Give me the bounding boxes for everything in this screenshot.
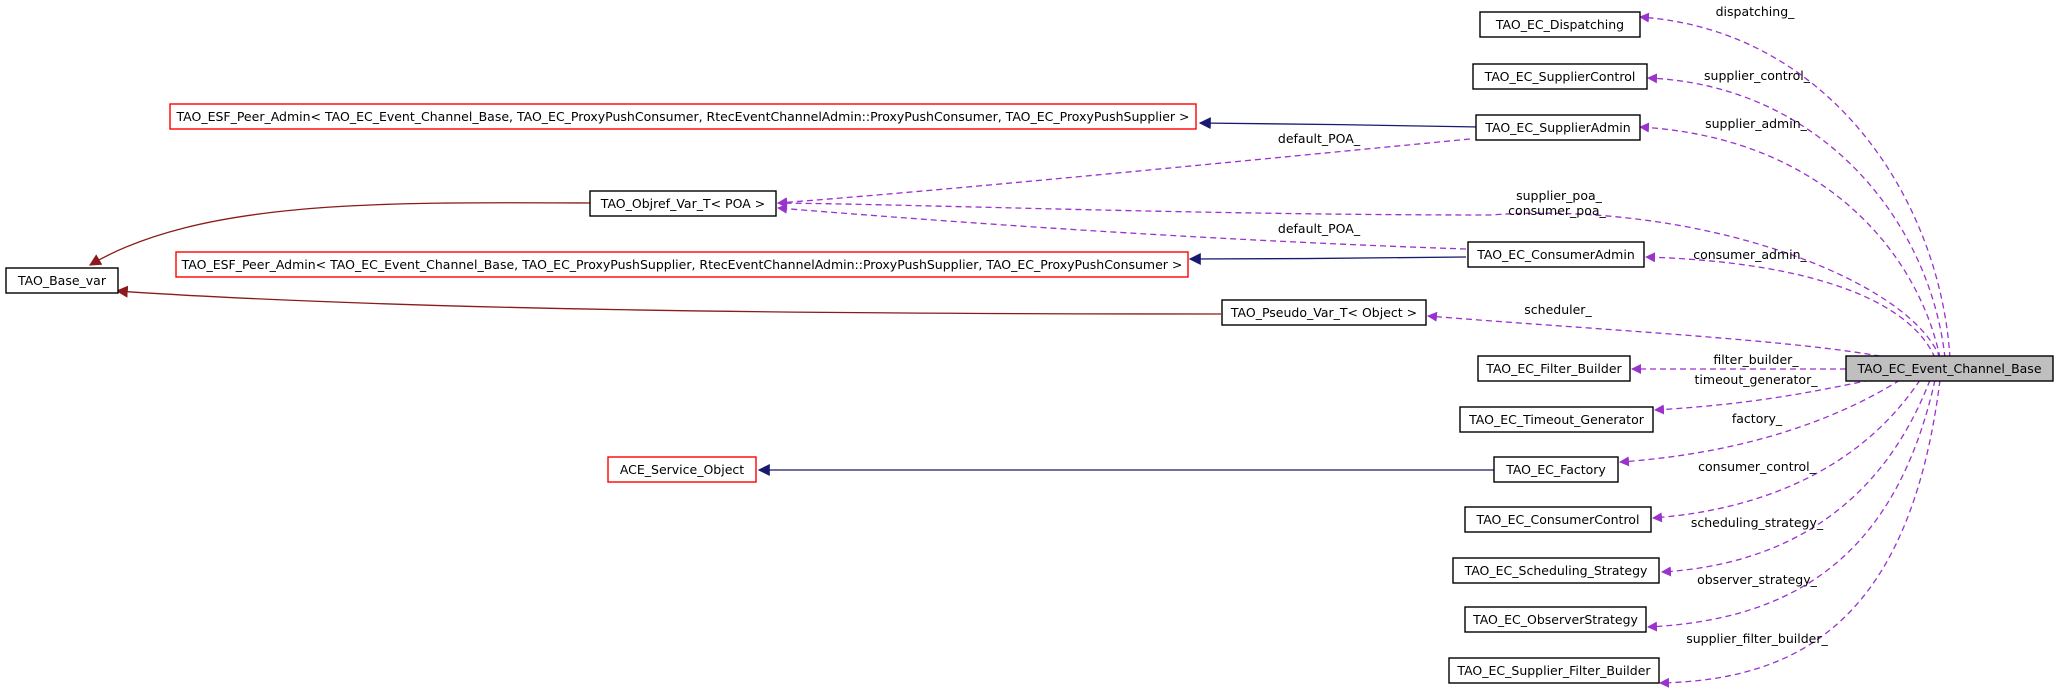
edge-consumer-admin-default-poa bbox=[777, 203, 1467, 250]
label-factory: factory_ bbox=[1732, 411, 1783, 426]
svg-text:TAO_EC_Dispatching: TAO_EC_Dispatching bbox=[1495, 17, 1624, 32]
label-default-poa-supplier-admin: default_POA_ bbox=[1278, 131, 1361, 146]
node-objref-var[interactable]: TAO_Objref_Var_T< POA > bbox=[589, 190, 777, 217]
edge-pseudo-var-inherits-base-var bbox=[115, 285, 1222, 315]
node-timeout-generator[interactable]: TAO_EC_Timeout_Generator bbox=[1459, 406, 1654, 433]
label-supplier-admin: supplier_admin_ bbox=[1705, 116, 1807, 131]
edge-channel-supplier-control bbox=[1647, 73, 1946, 359]
node-event-channel-base[interactable]: TAO_EC_Event_Channel_Base bbox=[1845, 355, 2054, 382]
svg-text:TAO_EC_SupplierControl: TAO_EC_SupplierControl bbox=[1484, 69, 1636, 84]
label-scheduler: scheduler_ bbox=[1524, 302, 1592, 317]
svg-text:TAO_EC_Filter_Builder: TAO_EC_Filter_Builder bbox=[1485, 361, 1622, 376]
svg-text:TAO_EC_ConsumerControl: TAO_EC_ConsumerControl bbox=[1476, 512, 1640, 527]
svg-text:TAO_EC_Supplier_Filter_Builder: TAO_EC_Supplier_Filter_Builder bbox=[1456, 663, 1651, 678]
edge-consumer-admin-inherits-peer-admin bbox=[1188, 252, 1467, 265]
node-consumer-admin[interactable]: TAO_EC_ConsumerAdmin bbox=[1467, 241, 1645, 268]
edge-channel-supplier-admin bbox=[1639, 122, 1941, 359]
edge-objref-var-inherits-base-var bbox=[88, 202, 591, 266]
label-supplier-filter-builder: supplier_filter_builder_ bbox=[1686, 631, 1828, 646]
node-dispatching[interactable]: TAO_EC_Dispatching bbox=[1479, 11, 1641, 38]
edge-channel-supplier-filter-builder bbox=[1659, 379, 1941, 688]
node-ace-service-object[interactable]: ACE_Service_Object bbox=[607, 456, 757, 483]
svg-text:TAO_EC_ConsumerAdmin: TAO_EC_ConsumerAdmin bbox=[1476, 247, 1635, 262]
node-observer-strategy[interactable]: TAO_EC_ObserverStrategy bbox=[1464, 606, 1647, 633]
label-supplier-poa: supplier_poa_ bbox=[1516, 188, 1603, 203]
edge-channel-dispatching bbox=[1639, 12, 1951, 359]
edge-channel-scheduling-strategy bbox=[1661, 379, 1931, 577]
edge-channel-factory bbox=[1619, 379, 1901, 467]
svg-text:TAO_Base_var: TAO_Base_var bbox=[17, 273, 107, 288]
svg-text:TAO_EC_Scheduling_Strategy: TAO_EC_Scheduling_Strategy bbox=[1464, 563, 1648, 578]
edge-channel-supplier-consumer-poa bbox=[777, 198, 1941, 359]
edge-channel-consumer-control bbox=[1652, 379, 1921, 523]
edge-channel-consumer-admin bbox=[1645, 252, 1936, 359]
node-scheduling-strategy[interactable]: TAO_EC_Scheduling_Strategy bbox=[1452, 557, 1660, 584]
label-default-poa-consumer-admin: default_POA_ bbox=[1278, 221, 1361, 236]
label-observer-strategy: observer_strategy_ bbox=[1697, 572, 1818, 587]
svg-text:TAO_EC_Factory: TAO_EC_Factory bbox=[1505, 462, 1606, 477]
node-supplier-control[interactable]: TAO_EC_SupplierControl bbox=[1472, 63, 1648, 90]
node-factory[interactable]: TAO_EC_Factory bbox=[1493, 456, 1619, 483]
label-consumer-admin: consumer_admin_ bbox=[1693, 247, 1807, 262]
node-supplier-admin[interactable]: TAO_EC_SupplierAdmin bbox=[1475, 114, 1641, 141]
label-supplier-control: supplier_control_ bbox=[1704, 68, 1811, 83]
edge-channel-scheduler bbox=[1427, 311, 1891, 359]
svg-text:ACE_Service_Object: ACE_Service_Object bbox=[620, 462, 744, 477]
edge-supplier-admin-default-poa bbox=[777, 138, 1471, 208]
node-filter-builder[interactable]: TAO_EC_Filter_Builder bbox=[1477, 355, 1631, 382]
label-filter-builder: filter_builder_ bbox=[1713, 352, 1799, 367]
node-peer-admin-consumer[interactable]: TAO_ESF_Peer_Admin< TAO_EC_Event_Channel… bbox=[169, 103, 1197, 130]
node-peer-admin-supplier[interactable]: TAO_ESF_Peer_Admin< TAO_EC_Event_Channel… bbox=[175, 251, 1189, 278]
node-pseudo-var[interactable]: TAO_Pseudo_Var_T< Object > bbox=[1221, 299, 1427, 326]
node-supplier-filter-builder[interactable]: TAO_EC_Supplier_Filter_Builder bbox=[1448, 657, 1660, 684]
svg-text:TAO_ESF_Peer_Admin< TAO_EC_Eve: TAO_ESF_Peer_Admin< TAO_EC_Event_Channel… bbox=[175, 109, 1189, 124]
svg-text:TAO_Pseudo_Var_T< Object >: TAO_Pseudo_Var_T< Object > bbox=[1230, 305, 1417, 320]
label-dispatching: dispatching_ bbox=[1716, 4, 1796, 19]
edge-channel-observer-strategy bbox=[1647, 379, 1936, 632]
label-consumer-control: consumer_control_ bbox=[1698, 459, 1816, 474]
svg-text:TAO_EC_SupplierAdmin: TAO_EC_SupplierAdmin bbox=[1484, 120, 1630, 135]
svg-text:TAO_EC_Event_Channel_Base: TAO_EC_Event_Channel_Base bbox=[1856, 361, 2041, 376]
label-consumer-poa: consumer_poa_ bbox=[1508, 203, 1606, 218]
svg-text:TAO_ESF_Peer_Admin< TAO_EC_Eve: TAO_ESF_Peer_Admin< TAO_EC_Event_Channel… bbox=[181, 257, 1183, 272]
label-scheduling-strategy: scheduling_strategy_ bbox=[1691, 515, 1824, 530]
svg-text:TAO_Objref_Var_T< POA >: TAO_Objref_Var_T< POA > bbox=[600, 196, 765, 211]
svg-text:TAO_EC_Timeout_Generator: TAO_EC_Timeout_Generator bbox=[1468, 412, 1645, 427]
edge-supplier-admin-inherits-peer-admin bbox=[1198, 117, 1481, 130]
node-consumer-control[interactable]: TAO_EC_ConsumerControl bbox=[1464, 506, 1652, 533]
node-base-var[interactable]: TAO_Base_var bbox=[5, 267, 119, 294]
edge-channel-timeout-generator bbox=[1654, 379, 1871, 415]
label-timeout-generator: timeout_generator_ bbox=[1695, 372, 1819, 387]
svg-text:TAO_EC_ObserverStrategy: TAO_EC_ObserverStrategy bbox=[1472, 612, 1638, 627]
